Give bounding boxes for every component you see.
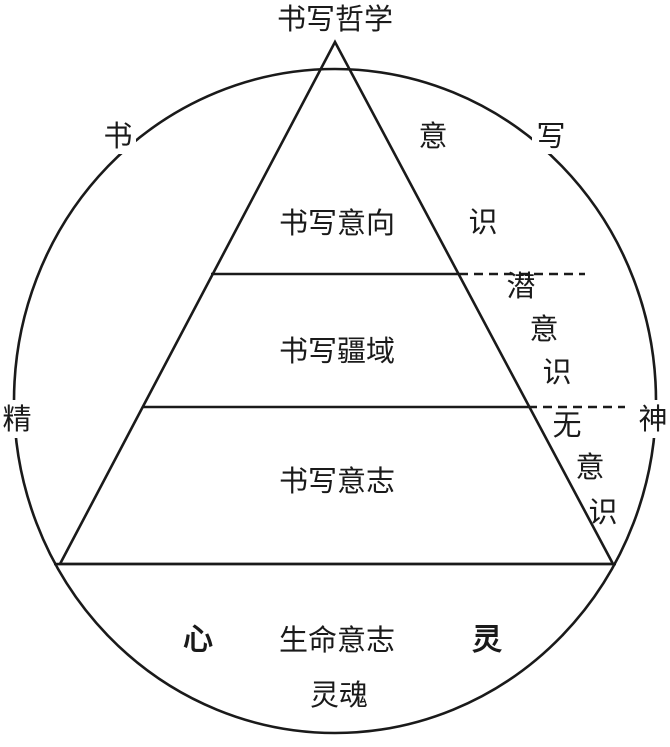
unconscious-char-3: 识 — [588, 495, 617, 529]
top-title-backing — [262, 2, 408, 38]
unconscious-char-1: 无 — [552, 408, 581, 442]
base-bottom-label: 灵魂 — [310, 678, 368, 712]
rim-right-backing-1 — [532, 118, 570, 154]
level-label-intention: 书写意向 — [279, 206, 395, 240]
conscious-char-1: 意 — [418, 119, 447, 153]
conscious-char-2: 识 — [468, 205, 497, 239]
level-label-will: 书写意志 — [279, 464, 395, 498]
rim-right-char-2: 神 — [638, 402, 667, 436]
level-label-domain: 书写疆域 — [279, 334, 395, 368]
unconscious-char-2: 意 — [575, 450, 604, 484]
top-title: 书写哲学 — [277, 2, 393, 36]
subconscious-char-2: 意 — [529, 312, 558, 346]
rim-left-backing-2 — [0, 400, 34, 438]
subconscious-char-1: 潜 — [506, 269, 535, 303]
base-right-word: 灵 — [472, 623, 502, 658]
subconscious-char-3: 识 — [542, 355, 571, 389]
base-center-label: 生命意志 — [279, 623, 395, 657]
rim-left-backing-1 — [100, 118, 136, 154]
rim-left-char-1: 书 — [103, 119, 132, 153]
rim-right-backing-2 — [636, 400, 670, 438]
rim-left-char-2: 精 — [2, 402, 31, 436]
base-left-word: 心 — [183, 623, 213, 658]
rim-right-char-1: 写 — [536, 119, 565, 153]
